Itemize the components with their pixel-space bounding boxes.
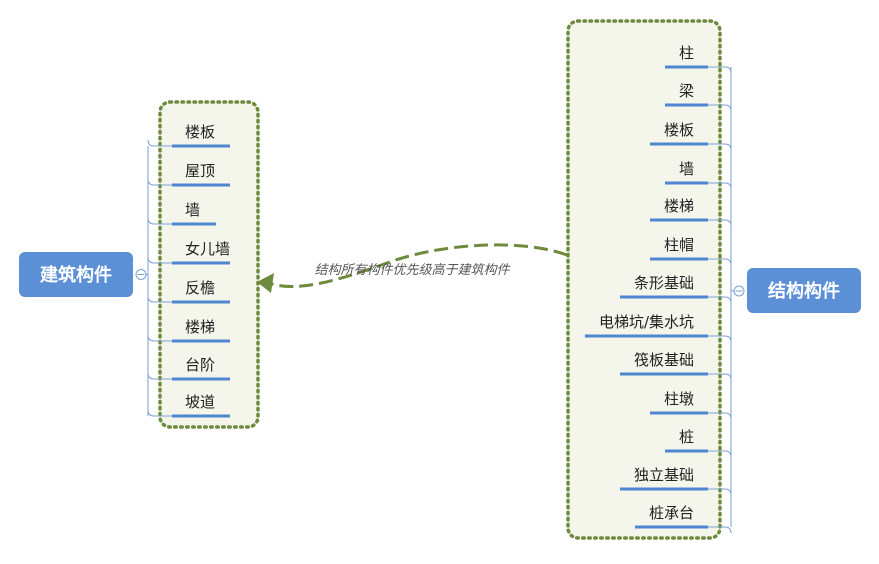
subtopic-label: 筏板基础 xyxy=(634,351,694,369)
right-branch-connector xyxy=(708,143,732,151)
left-subtopic[interactable]: 反檐 xyxy=(172,279,230,304)
right-branch-connector xyxy=(708,335,732,343)
left-subtopic[interactable]: 屋顶 xyxy=(172,162,230,187)
subtopic-label: 反檐 xyxy=(185,279,215,297)
left-collapse-toggle[interactable] xyxy=(135,269,147,280)
right-branch-connector xyxy=(708,219,732,227)
left-subtopic[interactable]: 楼板 xyxy=(172,123,230,148)
subtopic-label: 女儿墙 xyxy=(185,240,230,258)
right-branch-connector xyxy=(708,488,732,496)
right-subtopic[interactable]: 筏板基础 xyxy=(619,351,708,376)
right-branch-connector xyxy=(708,104,732,112)
right-branch-connector xyxy=(708,258,732,266)
left-branch-connector xyxy=(147,295,172,303)
subtopic-label: 墙 xyxy=(679,160,694,178)
right-subtopic[interactable]: 楼梯 xyxy=(649,197,708,222)
right-branch-connector xyxy=(708,296,732,304)
right-branch-connector xyxy=(708,373,732,381)
relationship-arrowhead xyxy=(257,273,274,293)
right-subtopic[interactable]: 桩 xyxy=(664,428,708,453)
left-subtopic[interactable]: 女儿墙 xyxy=(172,240,230,265)
right-collapse-toggle[interactable] xyxy=(733,285,745,297)
left-root-label: 建筑构件 xyxy=(40,264,112,286)
left-subtopic[interactable]: 墙 xyxy=(172,201,216,226)
right-branch-connector xyxy=(708,182,732,190)
left-branch-connector xyxy=(147,372,172,380)
right-root-label: 结构构件 xyxy=(768,280,840,302)
left-branch-connector xyxy=(147,139,172,147)
subtopic-label: 电梯坑/集水坑 xyxy=(599,313,694,331)
right-subtopic[interactable]: 柱墩 xyxy=(649,390,708,415)
subtopic-label: 楼板 xyxy=(664,121,694,139)
left-subtopic[interactable]: 楼梯 xyxy=(172,318,230,343)
right-subtopic[interactable]: 电梯坑/集水坑 xyxy=(584,313,708,338)
subtopic-label: 桩 xyxy=(679,428,694,446)
right-subtopic[interactable]: 条形基础 xyxy=(619,274,708,299)
right-branch-connector xyxy=(708,412,732,420)
left-branch-connector xyxy=(147,334,172,342)
left-branch-connectors xyxy=(146,139,172,417)
right-subtopic[interactable]: 楼板 xyxy=(649,121,708,146)
right-branch-connector xyxy=(708,66,732,74)
left-root-topic[interactable]: 建筑构件 xyxy=(19,252,133,297)
subtopic-label: 楼梯 xyxy=(664,197,694,215)
subtopic-label: 桩承台 xyxy=(649,504,694,522)
right-subtopic[interactable]: 柱 xyxy=(664,44,708,69)
subtopic-label: 墙 xyxy=(185,201,200,219)
right-subtopic[interactable]: 独立基础 xyxy=(619,466,708,491)
subtopic-label: 柱墩 xyxy=(664,390,694,408)
subtopic-label: 柱帽 xyxy=(664,236,694,254)
left-subtopic[interactable]: 坡道 xyxy=(172,393,230,418)
left-branch-connector xyxy=(147,217,172,225)
subtopic-label: 条形基础 xyxy=(634,274,694,292)
subtopic-label: 台阶 xyxy=(185,356,215,374)
subtopic-label: 屋顶 xyxy=(185,162,215,180)
subtopic-label: 楼梯 xyxy=(185,318,215,336)
left-branch-connector xyxy=(147,409,172,417)
subtopic-label: 柱 xyxy=(679,44,694,62)
right-root-topic[interactable]: 结构构件 xyxy=(747,268,861,313)
right-subtopic[interactable]: 桩承台 xyxy=(634,504,708,529)
right-branch-connector xyxy=(708,526,732,534)
right-branch-connectors xyxy=(708,66,734,534)
right-boundary xyxy=(566,19,722,540)
right-subtopic[interactable]: 墙 xyxy=(664,160,708,185)
left-branch-connector xyxy=(147,178,172,186)
left-branch-connector xyxy=(147,256,172,264)
right-branch-connector xyxy=(708,450,732,458)
subtopic-label: 楼板 xyxy=(185,123,215,141)
relationship-line xyxy=(271,243,568,288)
right-subtopic[interactable]: 梁 xyxy=(664,82,708,107)
left-subtopic[interactable]: 台阶 xyxy=(172,356,230,381)
subtopic-label: 坡道 xyxy=(185,393,215,411)
relationship-label: 结构所有构件优先级高于建筑构件 xyxy=(314,263,510,278)
subtopic-label: 独立基础 xyxy=(634,466,694,484)
subtopic-label: 梁 xyxy=(679,82,694,100)
right-subtopic[interactable]: 柱帽 xyxy=(649,236,708,261)
